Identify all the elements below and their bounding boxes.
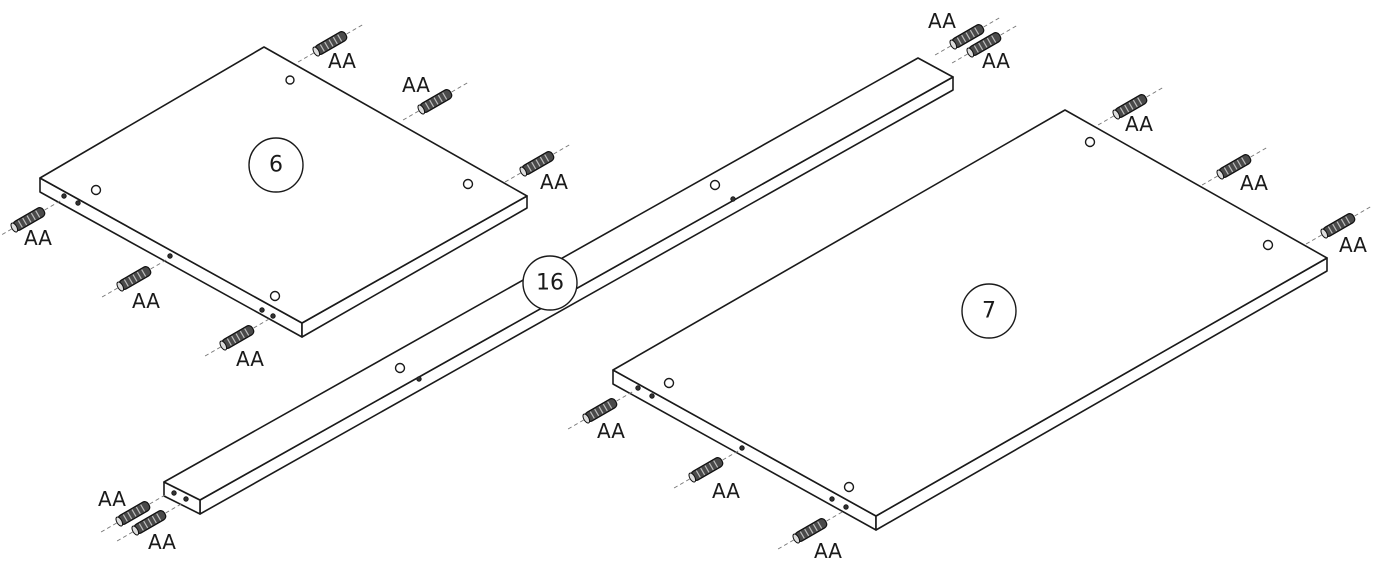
panel-7-edge-hole	[829, 496, 835, 502]
dowel-label: AA	[1125, 112, 1153, 136]
dowel-label: AA	[24, 226, 52, 250]
dowel-aa: AA	[928, 9, 1002, 56]
dowel-label: AA	[814, 539, 842, 563]
dowel-aa: AA	[504, 143, 572, 194]
dowel-aa: AA	[0, 199, 63, 250]
panel-7-hole	[1084, 136, 1096, 148]
dowel-pin-icon	[1320, 213, 1356, 239]
panel-6-edge-hole	[270, 313, 276, 319]
part-16-marker: 16	[522, 255, 578, 311]
dowel-aa: AA	[402, 73, 470, 121]
dowel-label: AA	[236, 347, 264, 371]
rail-16-end-hole	[183, 496, 189, 502]
panel-6: 6	[39, 46, 528, 338]
part-6-circle	[248, 137, 304, 193]
rail-16-end-hole	[171, 490, 177, 496]
dowel-aa: AA	[951, 24, 1019, 73]
panel-6-hole	[462, 178, 474, 190]
dowel-label: AA	[928, 9, 956, 33]
dowel-label: AA	[712, 479, 740, 503]
dowel-callouts: AA AA AA AA AA AA AA AA AA AA AA AA AA AA AA AA	[0, 9, 1373, 563]
dowel-pin-icon	[116, 266, 152, 292]
dowel-aa: AA	[1201, 146, 1268, 195]
panel-6-edge-hole	[75, 200, 81, 206]
dowel-pin-icon	[949, 24, 985, 50]
dowel-label: AA	[402, 73, 430, 97]
dowel-label: AA	[132, 289, 160, 313]
dowel-aa: AA	[101, 258, 169, 313]
dowel-label: AA	[98, 487, 126, 511]
panel-7-hole	[843, 481, 855, 493]
dowel-aa: AA	[204, 317, 272, 371]
panel-6-hole	[285, 75, 295, 85]
dowel-label: AA	[328, 49, 356, 73]
part-7-number: 7	[982, 299, 996, 324]
part-7-marker: 7	[961, 283, 1017, 339]
dowel-label: AA	[597, 419, 625, 443]
panel-7-edge-hole	[635, 385, 641, 391]
dowel-pin-icon	[115, 501, 151, 527]
dowel-pin-icon	[966, 32, 1002, 58]
rail-16-edge-hole	[416, 376, 422, 382]
dowel-aa: AA	[567, 390, 635, 443]
dowel-aa: AA	[98, 487, 168, 533]
dowel-aa: AA	[1097, 86, 1165, 136]
panel-7-edge-hole	[843, 504, 849, 510]
dowel-pin-icon	[131, 510, 167, 536]
dowel-aa: AA	[116, 502, 184, 554]
panel-7-edge-hole	[739, 445, 745, 451]
dowel-pin-icon	[582, 398, 618, 424]
dowel-pin-icon	[219, 325, 255, 351]
dowel-label: AA	[540, 170, 568, 194]
part-16-circle	[522, 255, 578, 311]
dowel-pin-icon	[10, 207, 46, 233]
dowel-aa: AA	[1305, 205, 1373, 257]
dowel-label: AA	[982, 49, 1010, 73]
panel-7-edge-hole	[649, 393, 655, 399]
rail-16-edge-hole	[730, 196, 736, 202]
rail-16: 16	[163, 57, 954, 515]
dowel-pin-icon	[792, 518, 828, 544]
dowel-pin-icon	[1112, 94, 1148, 120]
panel-6-edge-hole	[259, 307, 265, 313]
dowel-pin-icon	[1216, 154, 1252, 180]
rail-16-hole	[394, 362, 406, 374]
dowel-pin-icon	[519, 151, 555, 177]
part-16-number: 16	[536, 271, 564, 296]
dowel-pin-icon	[312, 31, 348, 57]
dowel-label: AA	[1339, 233, 1367, 257]
panel-6-edge-hole	[61, 193, 67, 199]
dowel-aa: AA	[297, 23, 365, 73]
rail-16-hole	[709, 179, 721, 191]
dowel-label: AA	[1240, 171, 1268, 195]
dowel-pin-icon	[417, 89, 453, 115]
panel-7-hole	[663, 377, 675, 389]
panel-6-hole	[90, 184, 102, 196]
dowel-aa: AA	[777, 510, 845, 563]
panel-7-hole	[1262, 239, 1274, 251]
part-6-marker: 6	[248, 137, 304, 193]
part-6-number: 6	[269, 153, 283, 178]
dowel-aa: AA	[673, 449, 740, 503]
panel-6-hole	[269, 290, 281, 302]
dowel-label: AA	[148, 530, 176, 554]
part-7-circle	[961, 283, 1017, 339]
panel-7: 7	[612, 109, 1328, 531]
panel-6-edge-hole	[167, 253, 173, 259]
dowel-pin-icon	[688, 457, 724, 483]
